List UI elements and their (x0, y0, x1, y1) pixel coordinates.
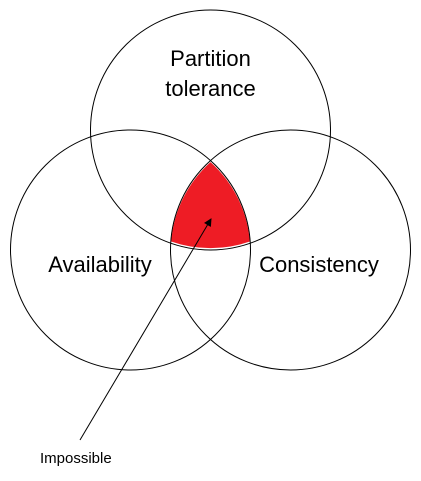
impossible-label: Impossible (40, 450, 112, 467)
availability-label: Availability (48, 252, 152, 277)
consistency-label: Consistency (259, 252, 379, 277)
consistency-circle (170, 129, 411, 371)
impossible-pointer-arrow (79, 218, 212, 441)
impossible-region (171, 162, 250, 249)
partition-tolerance-circle (90, 9, 331, 251)
availability-circle (10, 129, 251, 371)
partition-label-line2: tolerance (165, 76, 256, 101)
partition-label-line1: Partition (170, 46, 251, 71)
